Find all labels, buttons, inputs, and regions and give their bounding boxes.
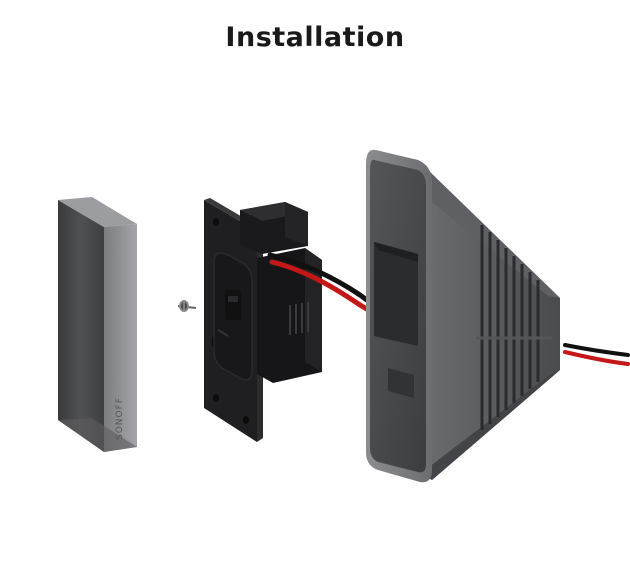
page-title: Installation <box>225 22 405 53</box>
wall-box <box>366 149 560 483</box>
screw-icon <box>177 300 197 312</box>
switch-module <box>204 198 322 442</box>
brand-logo: SONOFF <box>115 397 125 440</box>
front-panel: SONOFF <box>58 197 137 452</box>
